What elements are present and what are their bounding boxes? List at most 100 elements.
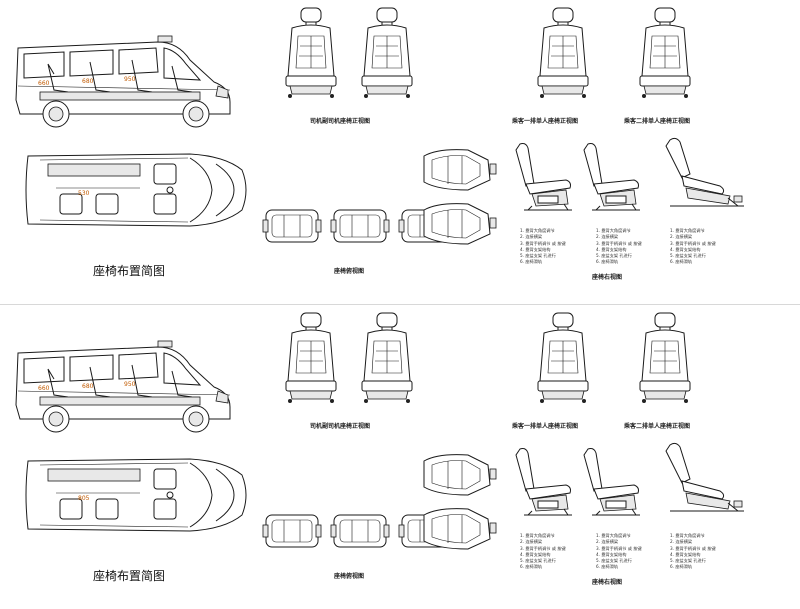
annotation-item: 4. 靠背支架结构 — [670, 247, 716, 253]
caption-driver-seat-front: 司机副司机座椅正视图 — [310, 118, 371, 125]
seat-front-view — [537, 312, 589, 403]
annotation-item: 3. 靠背手柄调节 或 按键 — [596, 241, 642, 247]
annotation-item: 5. 座盆支架 孔进行 — [596, 558, 642, 564]
seat-top-view — [330, 514, 390, 548]
annotation-item: 1. 靠背大角度调节 — [520, 228, 566, 234]
caption-seat-side-view: 座椅右视图 — [592, 274, 623, 281]
annotation-item: 3. 靠背手柄调节 或 按键 — [520, 546, 566, 552]
annotation-text: 2. 连接横梁 — [670, 539, 693, 545]
annotation-text: 6. 座椅滑轨 — [596, 564, 619, 570]
row-spacing-dimension: 950 — [124, 381, 136, 388]
annotation-item: 6. 座椅滑轨 — [520, 259, 566, 265]
seat-top-view — [262, 514, 322, 548]
seat-top-view — [262, 209, 322, 243]
annotation-text: 6. 座椅滑轨 — [520, 259, 543, 265]
annotation-text: 2. 连接横梁 — [520, 234, 543, 240]
annotation-item: 1. 靠背大角度调节 — [520, 533, 566, 539]
seat-side-view-reclined — [665, 442, 744, 512]
annotation-text: 4. 靠背支架结构 — [520, 551, 551, 557]
annotation-item: 4. 靠背支架结构 — [670, 552, 716, 558]
annotation-text: 4. 靠背支架结构 — [670, 551, 701, 557]
annotation-text: 1. 靠背大角度调节 — [596, 533, 631, 538]
annotation-item: 5. 座盆支架 孔进行 — [670, 253, 716, 259]
annotation-text: 3. 靠背手柄调节 或 按键 — [520, 545, 566, 551]
annotation-text: 4. 靠背支架结构 — [596, 246, 627, 252]
annotation-item: 4. 靠背支架结构 — [596, 552, 642, 558]
annotation-item: 1. 靠背大角度调节 — [670, 228, 716, 234]
caption-row2-seat-front: 乘客二排单人座椅正视图 — [624, 423, 691, 430]
annotation-text: 1. 靠背大角度调节 — [596, 228, 631, 233]
annotation-item: 6. 座椅滑轨 — [596, 259, 642, 265]
annotation-text: 5. 座盆支架 孔进行 — [520, 253, 556, 259]
annotation-item: 1. 靠背大角度调节 — [596, 533, 642, 539]
annotation-item: 2. 连接横梁 — [596, 539, 642, 545]
layout-diagram-title: 座椅布置简图 — [93, 569, 166, 583]
seat-top-view — [330, 209, 390, 243]
annotation-item: 2. 连接横梁 — [670, 539, 716, 545]
seat-side-view — [583, 448, 640, 516]
annotation-text: 6. 座椅滑轨 — [670, 259, 693, 265]
annotation-item: 5. 座盆支架 孔进行 — [670, 558, 716, 564]
row-spacing-dimension: 680 — [82, 383, 94, 390]
annotation-text: 2. 连接横梁 — [596, 539, 619, 545]
aisle-dimension: 530 — [78, 190, 90, 197]
caption-seat-top-view: 座椅俯视图 — [334, 573, 365, 580]
layout-panel-upper: 660 680 950 530 座椅布置简图 — [0, 0, 800, 304]
annotation-item: 1. 靠背大角度调节 — [670, 533, 716, 539]
annotation-item: 4. 靠背支架结构 — [520, 247, 566, 253]
row-spacing-dimension: 660 — [38, 80, 50, 87]
annotation-text: 4. 靠背支架结构 — [596, 551, 627, 557]
seat-front-view — [285, 7, 337, 98]
annotation-text: 6. 座椅滑轨 — [670, 564, 693, 570]
annotation-item: 2. 连接横梁 — [596, 234, 642, 240]
annotation-item: 5. 座盆支架 孔进行 — [596, 253, 642, 259]
annotation-text: 4. 靠背支架结构 — [670, 246, 701, 252]
annotation-text: 3. 靠背手柄调节 或 按键 — [596, 545, 642, 551]
annotation-item: 1. 靠背大角度调节 — [596, 228, 642, 234]
annotation-text: 6. 座椅滑轨 — [596, 259, 619, 265]
annotation-item: 4. 靠背支架结构 — [596, 247, 642, 253]
annotation-text: 3. 靠背手柄调节 或 按键 — [670, 545, 716, 551]
annotation-text: 3. 靠背手柄调节 或 按键 — [596, 240, 642, 246]
caption-seat-top-view: 座椅俯视图 — [334, 268, 365, 275]
van-side-view — [15, 35, 231, 128]
seat-front-view — [639, 7, 691, 98]
annotation-text: 5. 座盆支架 孔进行 — [670, 253, 706, 259]
annotation-text: 1. 靠背大角度调节 — [670, 228, 705, 233]
annotation-text: 5. 座盆支架 孔进行 — [596, 558, 632, 564]
annotation-text: 3. 靠背手柄调节 或 按键 — [670, 240, 716, 246]
caption-row1-seat-front: 乘客一排单人座椅正视图 — [512, 118, 579, 125]
seat-perspective-top-view — [423, 203, 497, 245]
seat-side-view — [515, 448, 572, 516]
seat-perspective-top-view — [423, 454, 497, 496]
seat-front-view — [361, 312, 413, 403]
annotation-text: 1. 靠背大角度调节 — [520, 228, 555, 233]
seat-side-view — [515, 143, 572, 211]
seat-perspective-top-view — [423, 508, 497, 550]
annotation-text: 2. 连接横梁 — [520, 539, 543, 545]
annotation-text: 6. 座椅滑轨 — [520, 564, 543, 570]
seat-side-view-reclined — [665, 137, 744, 207]
seat-perspective-top-view — [423, 149, 497, 191]
row-spacing-dimension: 680 — [82, 78, 94, 85]
caption-row1-seat-front: 乘客一排单人座椅正视图 — [512, 423, 579, 430]
seat-front-view — [639, 312, 691, 403]
annotation-item: 2. 连接横梁 — [670, 234, 716, 240]
layout-diagram-title: 座椅布置简图 — [93, 264, 166, 278]
caption-row2-seat-front: 乘客二排单人座椅正视图 — [624, 118, 691, 125]
annotation-item: 6. 座椅滑轨 — [596, 564, 642, 570]
annotation-item: 3. 靠背手柄调节 或 按键 — [670, 241, 716, 247]
seat-front-view — [537, 7, 589, 98]
row-spacing-dimension: 950 — [124, 76, 136, 83]
annotation-text: 1. 靠背大角度调节 — [520, 533, 555, 538]
seat-front-view — [361, 7, 413, 98]
annotation-item: 2. 连接横梁 — [520, 539, 566, 545]
aisle-dimension: 805 — [78, 495, 90, 502]
annotation-text: 2. 连接横梁 — [596, 234, 619, 240]
